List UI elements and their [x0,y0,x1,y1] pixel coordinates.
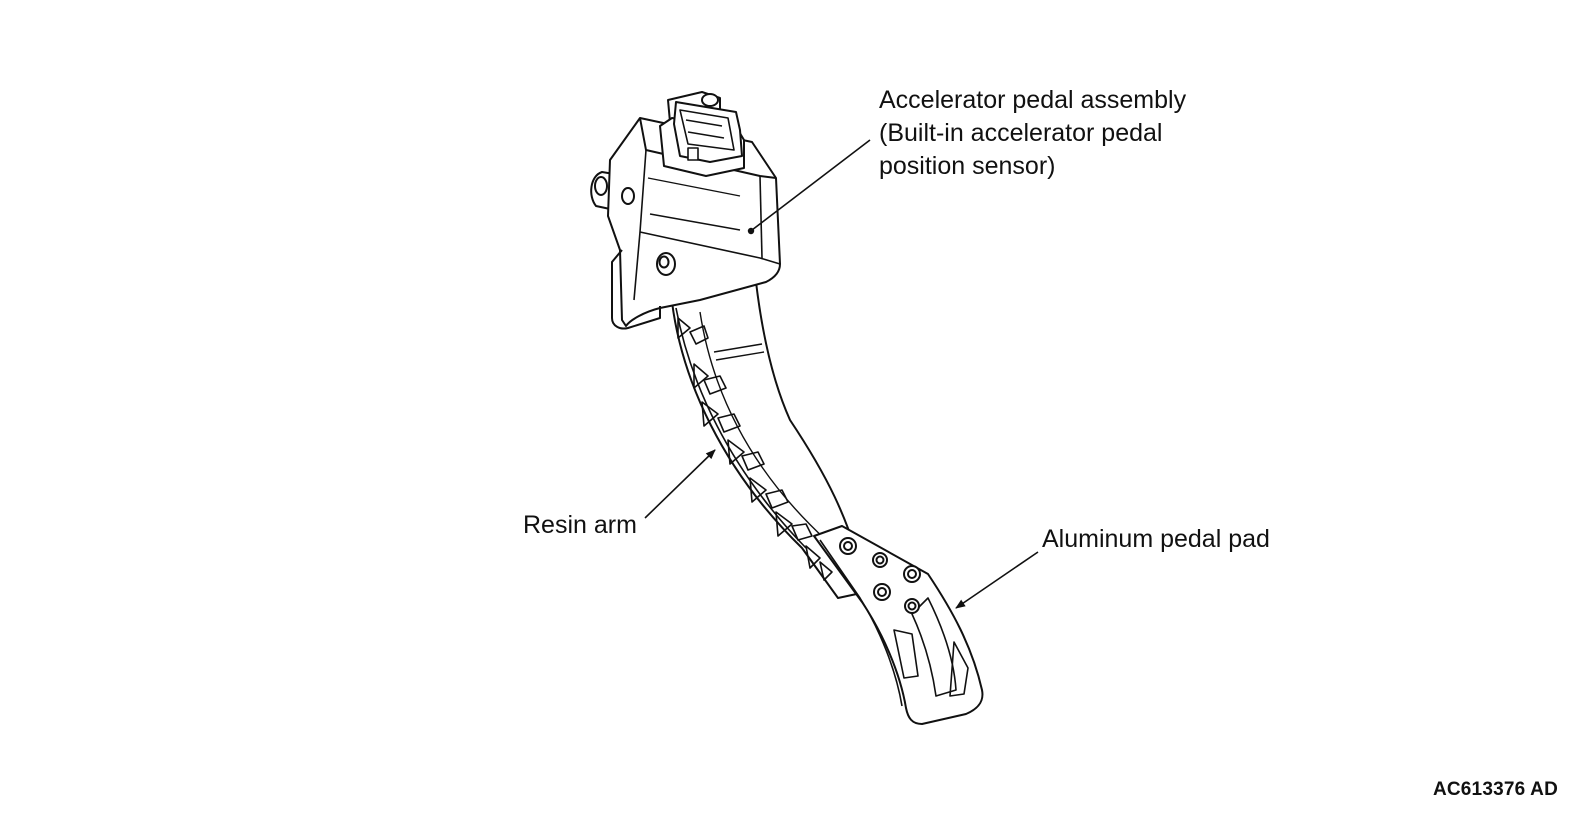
assembly-leader-line [751,139,871,231]
resin-arm-callout-label: Resin arm [523,509,637,542]
assembly-callout-label: Accelerator pedal assembly (Built-in acc… [879,84,1186,183]
pedal-pad-leader-line [955,551,1039,609]
assembly-label-line-2: (Built-in accelerator pedal [879,119,1163,147]
resin-arm [671,281,867,599]
leader-lines [644,139,1039,609]
assembly-label-line-3: position sensor) [879,152,1056,180]
assembly-label-line-1: Accelerator pedal assembly [879,86,1187,114]
figure-code: AC613376 AD [1432,779,1558,800]
resin-arm-label: Resin arm [523,511,637,539]
resin-arm-leader-line [644,449,716,519]
pedal-pad-callout-label: Aluminum pedal pad [1042,523,1270,556]
aluminum-pedal-pad [813,525,984,725]
pedal-pad-label: Aluminum pedal pad [1042,525,1270,553]
sensor-housing [590,91,781,330]
